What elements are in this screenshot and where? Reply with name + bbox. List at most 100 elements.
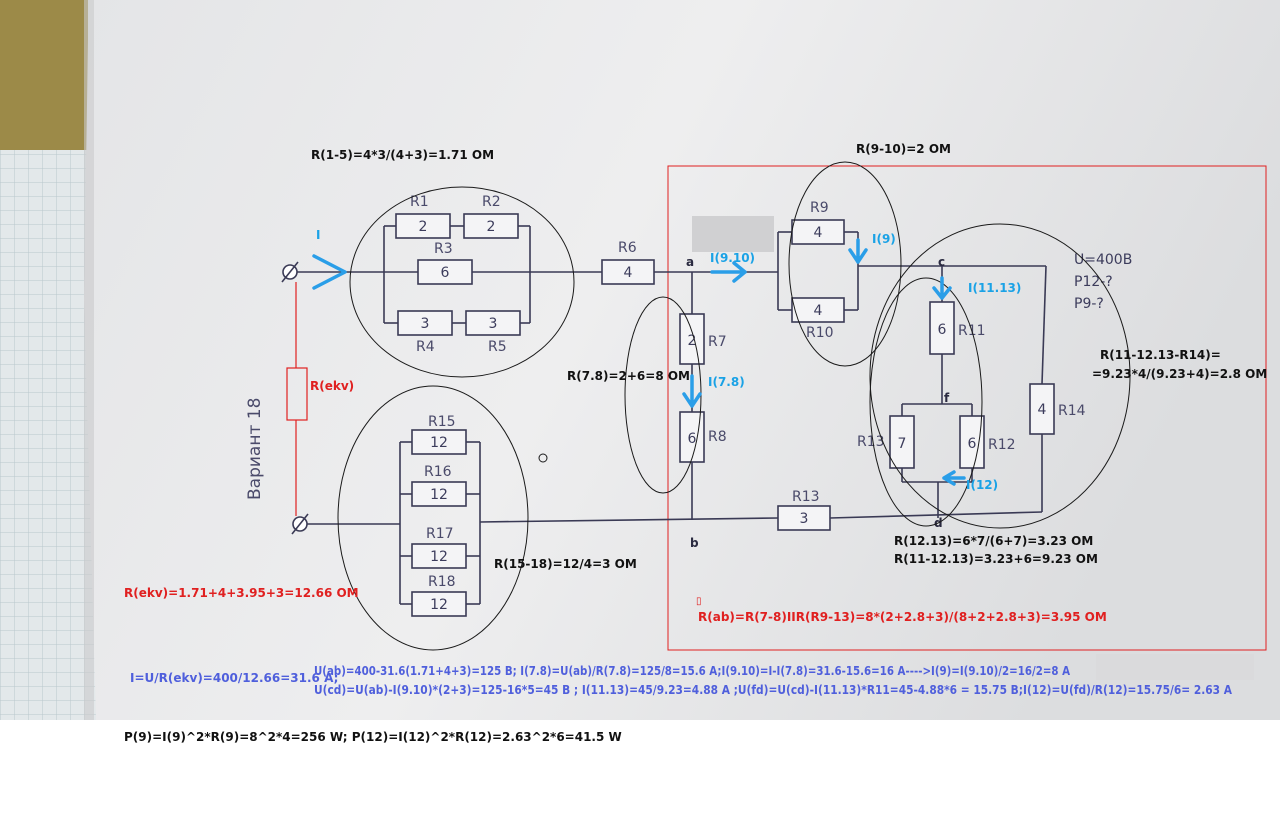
- anno-rekv: R(ekv)=1.71+4+3.95+3=12.66 OM: [124, 586, 359, 600]
- resistor-r12-name: R12: [988, 437, 1016, 453]
- group-ellipse-r11-r13: [869, 277, 983, 527]
- resistor-r16-name: R16: [424, 464, 452, 480]
- anno-r11-14-line2: =9.23*4/(9.23+4)=2.8 OM: [1092, 367, 1267, 381]
- group-ellipse-r15-r18: [337, 385, 529, 651]
- resistor-r9-name: R9: [810, 200, 829, 216]
- resistor-r13a-value: 7: [898, 436, 907, 452]
- anno-r12-13: R(12.13)=6*7/(6+7)=3.23 OM: [894, 534, 1093, 548]
- resistor-r17-body: [411, 543, 467, 569]
- current-arrow-i78: [682, 374, 702, 408]
- node-a: a: [686, 255, 694, 269]
- resistor-r7-body: [679, 313, 705, 365]
- resistor-r13a-body: [889, 415, 915, 469]
- resistor-r11-value: 6: [938, 322, 947, 338]
- rekv-label: R(ekv): [310, 379, 354, 393]
- anno-r1-5: R(1-5)=4*3/(4+3)=1.71 OM: [311, 148, 494, 162]
- resistor-r2-value: 2: [487, 219, 496, 235]
- anno-r9-10: R(9-10)=2 OM: [856, 142, 951, 156]
- current-arrow-i910: [710, 261, 747, 283]
- calc-line1-part1: I=U/R(ekv)=400/12.66=31.6 A;: [130, 671, 338, 685]
- highlight-box: [667, 165, 1267, 651]
- resistor-r9-body: [791, 219, 845, 245]
- calc-line2: U(cd)=U(ab)-I(9.10)*(2+3)=125-16*5=45 B …: [314, 683, 1233, 697]
- anno-r11-14-line1: R(11-12.13-R14)=: [1100, 348, 1221, 362]
- group-ellipse-r1-r5: [349, 186, 575, 378]
- resistor-r18-body: [411, 591, 467, 617]
- resistor-r10-name: R10: [806, 325, 834, 341]
- node-c: c: [938, 255, 945, 269]
- resistor-r17-value: 12: [430, 549, 448, 565]
- resistor-r14-value: 4: [1038, 402, 1047, 418]
- resistor-r4-value: 3: [421, 316, 430, 332]
- current-label-i9: I(9): [872, 232, 896, 246]
- rekv-element: [286, 282, 308, 516]
- resistor-r4-name: R4: [416, 339, 435, 355]
- resistor-r2-body: [463, 213, 519, 239]
- current-label-i910: I(9.10): [710, 251, 755, 265]
- resistor-r18-value: 12: [430, 597, 448, 613]
- terminal-bottom: [291, 513, 309, 535]
- resistor-r15-name: R15: [428, 414, 456, 430]
- terminal-top: [281, 261, 299, 283]
- resistor-r9-value: 4: [814, 225, 823, 241]
- grey-patch-bottom: [1096, 654, 1254, 680]
- resistor-r14-body: [1029, 383, 1055, 435]
- paper-shadow: [84, 0, 94, 720]
- variant-label: Вариант 18: [245, 398, 265, 500]
- resistor-r6-body: [601, 259, 655, 285]
- resistor-r5-name: R5: [488, 339, 507, 355]
- resistor-r3-body: [417, 259, 473, 285]
- current-label-i78: I(7.8): [708, 375, 745, 389]
- resistor-r17-name: R17: [426, 526, 454, 542]
- grey-patch-top: [692, 216, 774, 252]
- current-arrow-i12: [942, 470, 966, 486]
- current-arrow-i9: [848, 238, 868, 264]
- resistor-r15-value: 12: [430, 435, 448, 451]
- given-p12: P12-?: [1074, 274, 1113, 290]
- resistor-r3-name: R3: [434, 241, 453, 257]
- resistor-r8-value: 6: [688, 431, 697, 447]
- resistor-r1-value: 2: [419, 219, 428, 235]
- resistor-r8-name: R8: [708, 429, 727, 445]
- anno-r7-8: R(7.8)=2+6=8 OM: [567, 369, 690, 383]
- resistor-r15-body: [411, 429, 467, 455]
- current-label-i12: I(12): [966, 478, 998, 492]
- current-label-i1113: I(11.13): [968, 281, 1021, 295]
- resistor-r4-body: [397, 310, 453, 336]
- calc-line1-part2: U(ab)=400-31.6(1.71+4+3)=125 B; I(7.8)=U…: [314, 664, 1071, 678]
- resistor-r2-name: R2: [482, 194, 501, 210]
- anno-r11-12-13: R(11-12.13)=3.23+6=9.23 OM: [894, 552, 1098, 566]
- resistor-r13b-body: [777, 505, 831, 531]
- current-arrow-i1113: [932, 276, 952, 300]
- resistor-r10-body: [791, 297, 845, 323]
- given-p9: P9-?: [1074, 296, 1104, 312]
- current-label-i: I: [316, 228, 320, 242]
- bottom-white-area: [0, 720, 1280, 820]
- resistor-r16-value: 12: [430, 487, 448, 503]
- resistor-r1-body: [395, 213, 451, 239]
- anno-r15-18: R(15-18)=12/4=3 OM: [494, 557, 637, 571]
- resistor-r12-value: 6: [968, 436, 977, 452]
- resistor-r12-body: [959, 415, 985, 469]
- group-ellipse-r11-r14: [869, 223, 1131, 529]
- resistor-r13b-name: R13: [792, 489, 820, 505]
- node-b: b: [690, 536, 699, 550]
- resistor-r5-body: [465, 310, 521, 336]
- given-voltage: U=400B: [1074, 252, 1132, 268]
- group-ellipse-r9-r10: [788, 161, 902, 367]
- node-f: f: [944, 391, 950, 405]
- resistor-r6-name: R6: [618, 240, 637, 256]
- resistor-r16-body: [411, 481, 467, 507]
- anno-rab: R(ab)=R(7-8)IIR(R9-13)=8*(2+2.8+3)/(8+2+…: [698, 610, 1107, 624]
- power-result: P(9)=I(9)^2*R(9)=8^2*4=256 W; P(12)=I(12…: [124, 730, 622, 744]
- resistor-r13a-name: R13: [857, 434, 885, 450]
- small-circle-mark: [538, 453, 548, 463]
- resistor-r10-value: 4: [814, 303, 823, 319]
- current-arrow-i: [312, 254, 347, 290]
- resistor-r14-name: R14: [1058, 403, 1086, 419]
- resistor-r13b-value: 3: [800, 511, 809, 527]
- resistor-r11-body: [929, 301, 955, 355]
- resistor-r6-value: 4: [624, 265, 633, 281]
- resistor-r5-value: 3: [489, 316, 498, 332]
- resistor-r3-value: 6: [441, 265, 450, 281]
